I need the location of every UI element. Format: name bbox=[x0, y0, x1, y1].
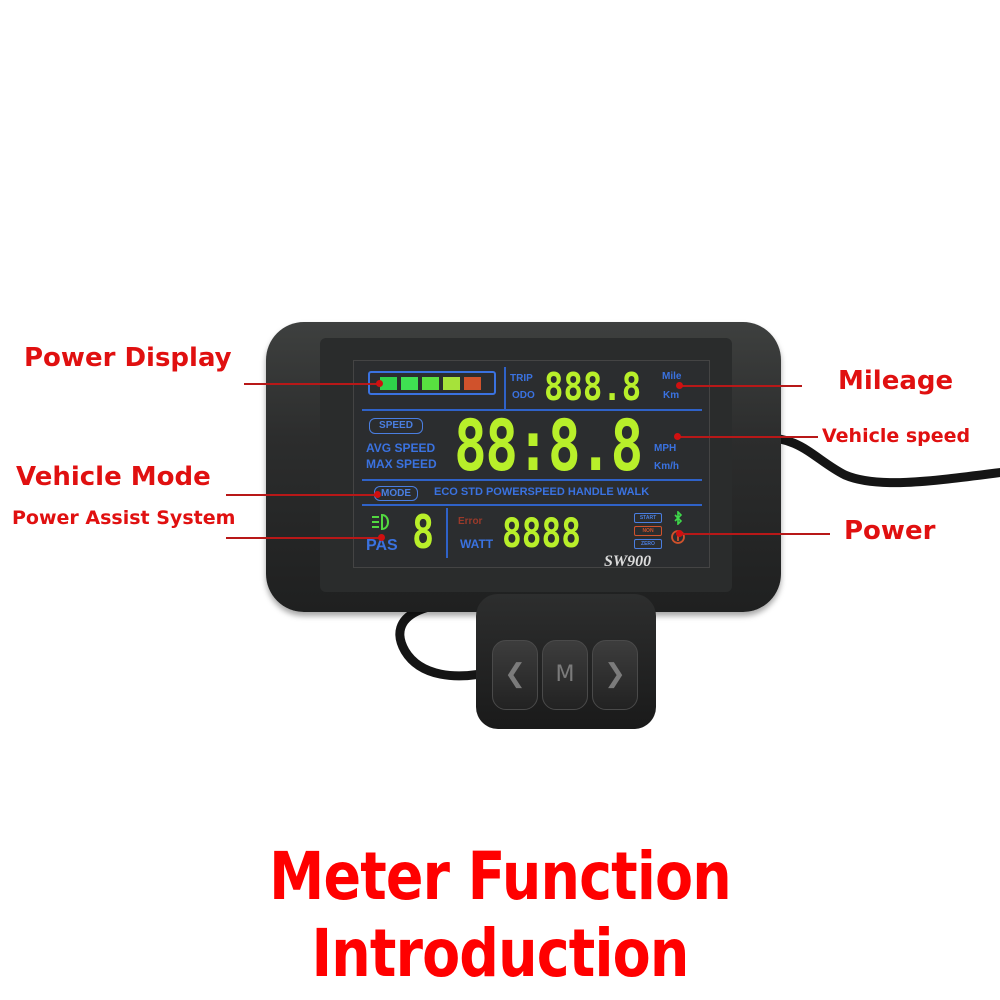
chevron-left-icon: ❮ bbox=[504, 659, 526, 689]
mode-walk: WALK bbox=[616, 486, 650, 498]
speed-badge: SPEED bbox=[369, 418, 423, 434]
vehicle-mode-dot bbox=[374, 491, 381, 498]
lcd-divider bbox=[362, 504, 702, 506]
lcd-divider bbox=[446, 508, 448, 558]
battery-cell bbox=[422, 377, 439, 390]
mileage-dot bbox=[676, 382, 683, 389]
lcd-divider bbox=[362, 409, 702, 411]
max-speed-label: MAX SPEED bbox=[366, 457, 437, 471]
mph-unit: MPH bbox=[654, 443, 677, 454]
mode-button[interactable]: M bbox=[542, 640, 588, 710]
cable-right bbox=[760, 433, 1000, 488]
mode-list: ECO STD POWERSPEED HANDLE WALK bbox=[434, 486, 649, 498]
mode-handle: HANDLE bbox=[567, 486, 614, 498]
watt-digits: 8888 bbox=[502, 511, 581, 557]
power-display-line bbox=[244, 383, 379, 385]
callout-power-assist: Power Assist System bbox=[12, 507, 236, 529]
speed-digits: 88:8.8 bbox=[454, 405, 643, 487]
vehicle-speed-dot bbox=[674, 433, 681, 440]
mileage-digits: 888.8 bbox=[544, 365, 642, 409]
page-title: Meter Function Introduction bbox=[269, 838, 732, 992]
lcd-divider bbox=[504, 367, 506, 409]
avg-speed-label: AVG SPEED bbox=[366, 441, 436, 455]
pas-label: PAS bbox=[366, 537, 398, 554]
zero-badge: ZERO bbox=[634, 539, 662, 549]
callout-mileage: Mileage bbox=[838, 366, 954, 396]
callout-power: Power bbox=[844, 516, 936, 546]
battery-cell bbox=[464, 377, 481, 390]
trip-label: TRIP bbox=[510, 373, 533, 384]
chevron-right-icon: ❯ bbox=[604, 659, 626, 689]
power-line bbox=[680, 533, 830, 535]
mile-unit: Mile bbox=[662, 371, 682, 382]
power-assist-line bbox=[226, 537, 382, 539]
non-badge: NON bbox=[634, 526, 662, 536]
odo-label: ODO bbox=[512, 390, 535, 401]
mode-std: STD bbox=[460, 486, 483, 498]
callout-vehicle-mode: Vehicle Mode bbox=[16, 462, 211, 492]
watt-label: WATT bbox=[460, 537, 494, 551]
error-label: Error bbox=[458, 516, 483, 527]
right-button[interactable]: ❯ bbox=[592, 640, 638, 710]
mode-speed: SPEED bbox=[527, 486, 565, 498]
mode-power: POWER bbox=[485, 486, 528, 498]
battery-cell bbox=[443, 377, 460, 390]
callout-power-display: Power Display bbox=[24, 343, 232, 373]
bluetooth-icon bbox=[674, 511, 683, 525]
m-icon: M bbox=[555, 662, 575, 687]
lcd-divider bbox=[362, 479, 702, 481]
kmh-unit: Km/h bbox=[654, 461, 679, 472]
mileage-line bbox=[680, 385, 802, 387]
callout-vehicle-speed: Vehicle speed bbox=[822, 425, 971, 447]
vehicle-speed-line bbox=[678, 436, 818, 438]
battery-cells bbox=[380, 377, 490, 390]
start-badge: START bbox=[634, 513, 662, 523]
mode-eco: ECO bbox=[434, 486, 458, 498]
brand-label: SW900 bbox=[604, 553, 652, 570]
power-assist-dot bbox=[378, 534, 385, 541]
battery-cell bbox=[380, 377, 397, 390]
km-unit: Km bbox=[663, 390, 680, 401]
power-display-dot bbox=[376, 380, 383, 387]
pas-digit: 8 bbox=[412, 505, 435, 559]
vehicle-mode-line bbox=[226, 494, 378, 496]
power-dot bbox=[676, 530, 683, 537]
battery-cell bbox=[401, 377, 418, 390]
left-button[interactable]: ❮ bbox=[492, 640, 538, 710]
battery-gauge bbox=[368, 371, 496, 395]
headlight-icon bbox=[372, 513, 389, 531]
lcd-screen: TRIP ODO 888.8 Mile Km SPEED AVG SPEED M… bbox=[353, 360, 710, 568]
